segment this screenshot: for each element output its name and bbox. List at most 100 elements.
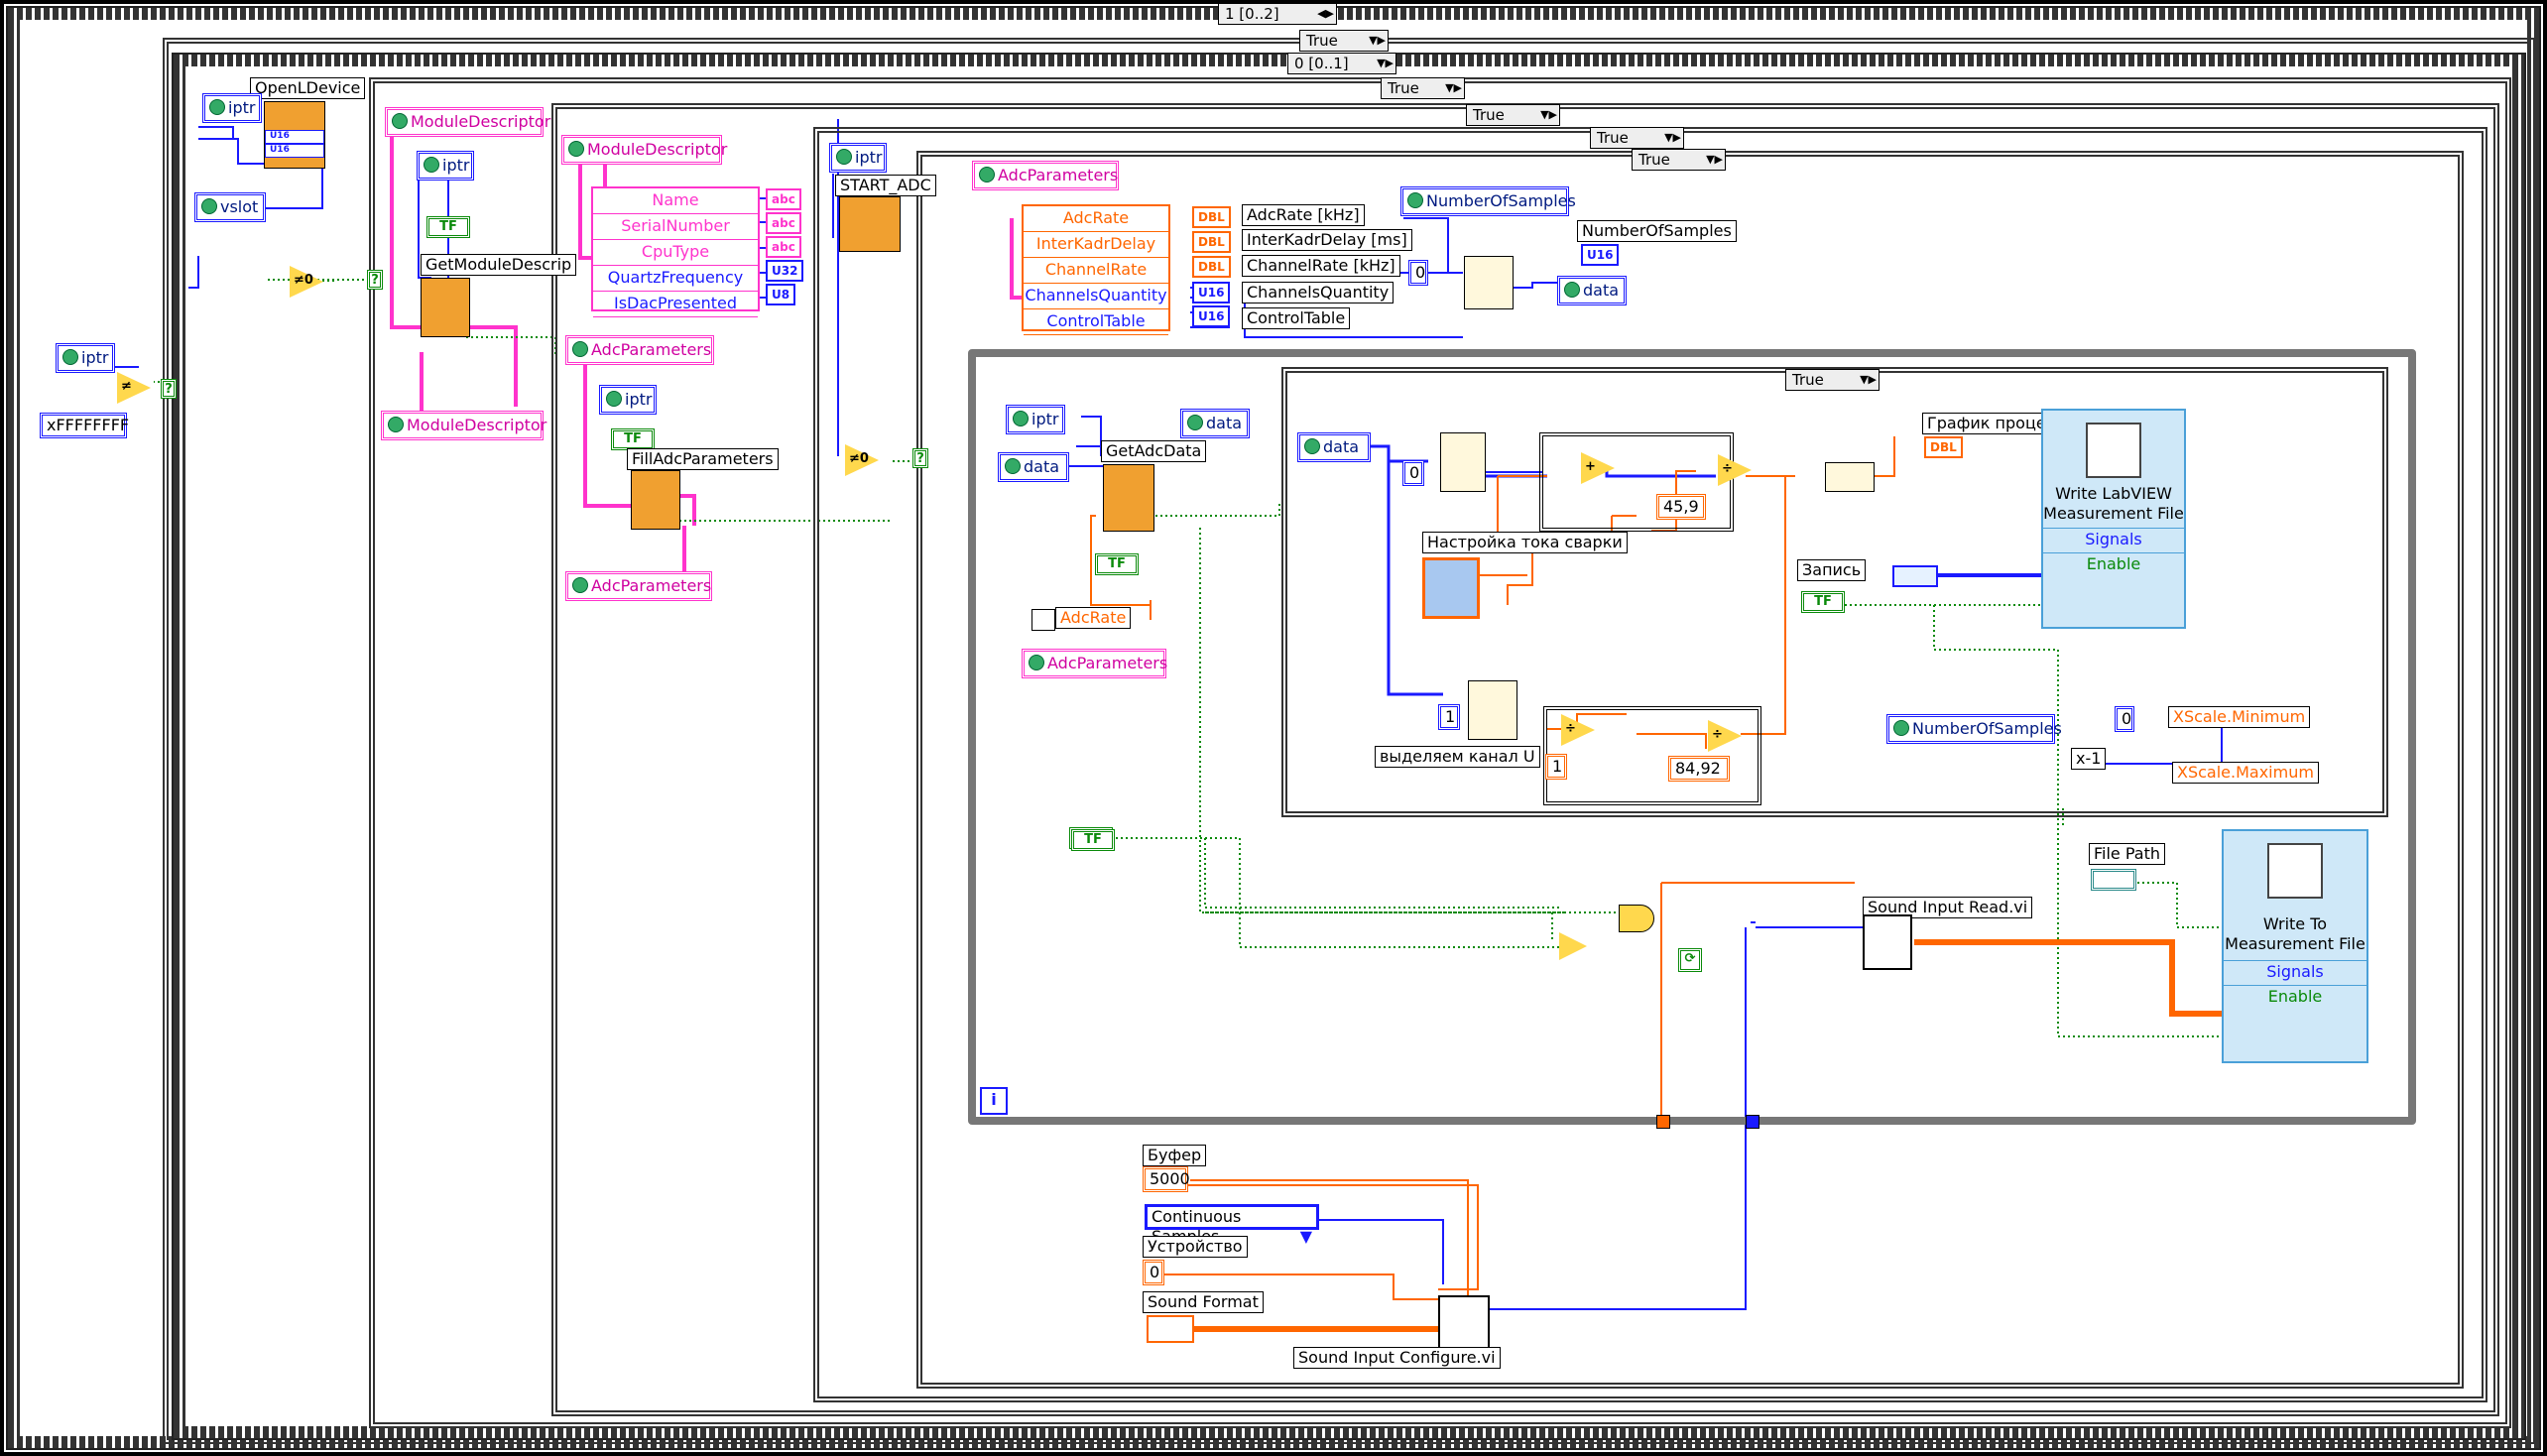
vslot-reference[interactable]: vslot: [194, 192, 266, 222]
initialize-array-node[interactable]: [1464, 256, 1514, 309]
sound-format-label: Sound Format: [1143, 1291, 1264, 1313]
xscale-min-property[interactable]: XScale.Minimum: [2168, 706, 2311, 728]
iptr-reference[interactable]: iptr: [56, 343, 115, 373]
case-selector-2[interactable]: True▼▶: [1381, 77, 1465, 99]
weld-current-knob[interactable]: [1422, 557, 1480, 619]
signals-terminal[interactable]: Signals: [2043, 528, 2184, 552]
module-descriptor-reference[interactable]: ModuleDescriptor: [385, 107, 550, 137]
divisor-constant-2[interactable]: 84,92: [1668, 756, 1730, 782]
fill-adc-parameters-node[interactable]: [631, 470, 680, 530]
iptr-reference[interactable]: iptr: [829, 143, 887, 173]
weld-current-label: Настройка тока сварки: [1422, 532, 1628, 553]
adc-parameters-reference[interactable]: AdcParameters: [565, 571, 712, 601]
one-constant-orange[interactable]: 1: [1545, 754, 1567, 780]
stop-terminal[interactable]: ⟳: [1678, 948, 1702, 972]
get-module-descriptor-node[interactable]: [421, 278, 470, 337]
data-reference[interactable]: data: [1557, 276, 1627, 305]
iptr-reference[interactable]: iptr: [417, 151, 474, 181]
zero-constant[interactable]: 0: [2115, 706, 2134, 732]
zero-constant[interactable]: 0: [1408, 260, 1428, 286]
dll-icon: [265, 102, 324, 130]
divisor-constant-1[interactable]: 45,9: [1656, 494, 1706, 520]
bool-constant[interactable]: TF: [1095, 553, 1139, 575]
add-node[interactable]: +: [1581, 452, 1615, 484]
index-array-node-2[interactable]: [1468, 680, 1517, 740]
record-toggle[interactable]: TF: [1801, 591, 1845, 613]
divide-node[interactable]: ÷: [1561, 714, 1595, 746]
adc-parameters-unbundle[interactable]: AdcRate InterKadrDelay ChannelRate Chann…: [1022, 204, 1170, 335]
bool-constant[interactable]: TF: [1071, 829, 1115, 851]
write-labview-measurement-file-vi[interactable]: Write LabVIEW Measurement File Signals E…: [2041, 409, 2186, 629]
open-device-node[interactable]: U16 U16: [264, 101, 325, 169]
index-array-node[interactable]: [1440, 432, 1486, 492]
type-tag: U8: [766, 284, 796, 305]
adc-parameters-reference[interactable]: AdcParameters: [565, 335, 714, 365]
module-descriptor-unbundle[interactable]: Name SerialNumber CpuType QuartzFrequenc…: [591, 186, 760, 317]
not-node[interactable]: [1559, 932, 1587, 960]
start-adc-node[interactable]: [839, 196, 901, 252]
write-to-measurement-file-vi[interactable]: Write To Measurement File Signals Enable: [2222, 829, 2368, 1063]
outer-sequence-selector[interactable]: 1 [0..2]◀▶: [1218, 3, 1337, 25]
dropdown-arrow-icon: ▼▶: [1540, 108, 1557, 121]
module-descriptor-reference[interactable]: ModuleDescriptor: [561, 135, 727, 165]
buffer-constant[interactable]: 5000: [1143, 1166, 1190, 1192]
and-node[interactable]: [1619, 905, 1654, 932]
bool-constant[interactable]: TF: [426, 216, 470, 238]
xscale-max-property[interactable]: XScale.Maximum: [2172, 762, 2319, 784]
to-dynamic-data-node[interactable]: [1892, 565, 1938, 587]
build-waveform-node[interactable]: [1825, 462, 1875, 492]
device-constant[interactable]: 0: [1143, 1260, 1164, 1285]
zero-constant[interactable]: 0: [1402, 460, 1424, 486]
file-path-control[interactable]: [2091, 869, 2136, 891]
globe-icon: [1893, 720, 1909, 736]
get-adc-data-node[interactable]: [1103, 464, 1154, 532]
iptr-reference[interactable]: iptr: [202, 93, 262, 123]
selector-label: True: [1388, 79, 1419, 97]
data-reference[interactable]: data: [1297, 432, 1371, 462]
field-channel-rate: ChannelRate: [1024, 258, 1168, 284]
hex-constant[interactable]: xFFFFFFFF: [40, 413, 129, 438]
not-equal-zero-node[interactable]: ≠0: [845, 444, 879, 476]
x-minus-1-node[interactable]: x-1: [2071, 748, 2107, 770]
case-selector-3[interactable]: True▼▶: [1466, 104, 1560, 126]
module-descriptor-reference[interactable]: ModuleDescriptor: [381, 411, 546, 440]
data-reference[interactable]: data: [1180, 409, 1250, 438]
globe-icon: [572, 341, 588, 357]
case-selector-1[interactable]: True▼▶: [1299, 30, 1389, 52]
case-selector-terminal-bool: ?: [161, 379, 177, 399]
one-constant[interactable]: 1: [1438, 704, 1460, 730]
data-reference[interactable]: data: [998, 452, 1069, 482]
sound-input-read-node[interactable]: [1863, 914, 1912, 970]
number-of-samples-reference[interactable]: NumberOfSamples: [1400, 186, 1576, 216]
adc-parameters-reference[interactable]: AdcParameters: [972, 161, 1119, 190]
number-of-samples-reference[interactable]: NumberOfSamples: [1886, 714, 2062, 744]
inner-sequence-selector[interactable]: 0 [0..1]▼▶: [1287, 53, 1396, 74]
device-label: Устройство: [1143, 1236, 1248, 1258]
field-serial: SerialNumber: [593, 214, 758, 240]
signals-terminal[interactable]: Signals: [2224, 960, 2366, 985]
get-module-descriptor-label: GetModuleDescrip: [421, 254, 577, 276]
iptr-reference[interactable]: iptr: [599, 385, 657, 415]
sound-format-cluster[interactable]: [1147, 1315, 1194, 1343]
bundle-by-name-node[interactable]: [1031, 609, 1055, 631]
sound-input-configure-node[interactable]: [1438, 1295, 1490, 1349]
not-equal-zero-node[interactable]: ≠0: [290, 266, 323, 298]
selector-label: True: [1792, 371, 1824, 389]
bool-constant[interactable]: TF: [611, 428, 655, 450]
enable-terminal[interactable]: Enable: [2043, 552, 2184, 577]
enable-terminal[interactable]: Enable: [2224, 985, 2366, 1010]
sample-mode-dropdown[interactable]: Continuous Samples▼: [1145, 1204, 1319, 1246]
divide-node[interactable]: ÷: [1718, 454, 1752, 486]
adc-parameters-reference[interactable]: AdcParameters: [1022, 649, 1167, 678]
case-selector-inner[interactable]: True▼▶: [1785, 369, 1880, 391]
globe-icon: [392, 113, 408, 129]
divide-node[interactable]: ÷: [1708, 720, 1742, 752]
case-selector-4[interactable]: True▼▶: [1590, 127, 1684, 149]
case-selector-5[interactable]: True▼▶: [1632, 149, 1726, 171]
iptr-reference[interactable]: iptr: [1006, 405, 1065, 434]
not-equal-node[interactable]: ≠: [117, 372, 151, 404]
control-table-indicator-label: ControlTable: [1242, 307, 1351, 329]
dropdown-arrow-icon: ▼: [1299, 1227, 1312, 1246]
adc-rate-bundle-label: AdcRate: [1055, 607, 1132, 629]
